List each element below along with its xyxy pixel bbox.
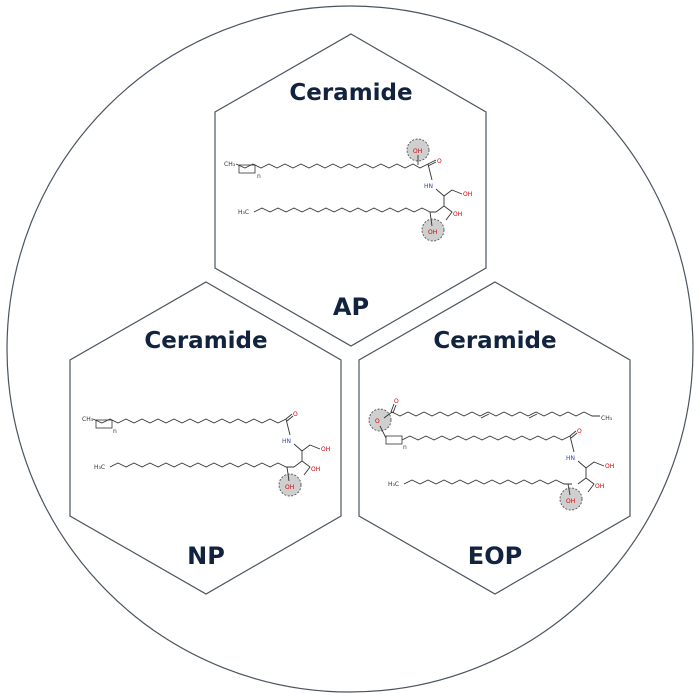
- highlight-ap-phyto-oh: [421, 218, 445, 242]
- ap-primary-oh: OH: [463, 191, 472, 198]
- ap-sphingoid-chain: [253, 207, 436, 213]
- np-nh: HN: [282, 438, 291, 445]
- eop-nh: HN: [566, 455, 575, 462]
- ap-phyto-oh: OH: [428, 229, 437, 236]
- ap-headgroup-bonds: [435, 188, 463, 221]
- panel-label-eop: EOP: [468, 542, 522, 570]
- structure-eop: O CH₃ O n O HN OH OH H₃C OH: [368, 398, 614, 511]
- panel-label-np: NP: [187, 542, 225, 570]
- ap-alpha-oh: OH: [413, 148, 422, 155]
- np-secondary-oh: OH: [311, 466, 320, 473]
- np-h3c-label: H₃C: [94, 464, 105, 471]
- ap-fatty-chain: [235, 163, 429, 169]
- eop-omega-bond: [379, 425, 387, 439]
- panel-title-np: Ceramide: [144, 328, 267, 354]
- hexagon-np: [69, 281, 342, 595]
- np-fatty-chain: [92, 418, 287, 424]
- highlight-np-phyto-oh: [278, 473, 302, 497]
- eop-repeat-n: n: [403, 444, 407, 451]
- eop-headgroup-bonds: [577, 460, 605, 493]
- np-phyto-oh: OH: [285, 484, 294, 491]
- eop-ch3-label: CH₃: [601, 415, 613, 422]
- ap-repeat-n: n: [257, 173, 261, 180]
- np-sphingoid-chain: [109, 462, 294, 468]
- eop-secondary-oh: OH: [595, 483, 604, 490]
- np-ch3-label: CH₃: [82, 416, 94, 423]
- eop-h3c-label: H₃C: [388, 481, 399, 488]
- structure-ap: CH₃ n OH O HN OH OH H₃C OH: [224, 138, 472, 242]
- eop-sphingoid-chain: [403, 479, 572, 485]
- panel-label-ap: AP: [333, 293, 369, 321]
- np-amide-bond: [285, 418, 291, 436]
- ap-nh: HN: [424, 183, 433, 190]
- eop-phyto-oh: OH: [566, 498, 575, 505]
- eop-ester-o: O: [375, 418, 380, 425]
- eop-phyto-bond: [567, 483, 571, 496]
- eop-amide-bond: [569, 435, 575, 453]
- np-repeat-n: n: [113, 428, 117, 435]
- eop-ester-carbonyl-o: O: [394, 398, 399, 405]
- panel-title-eop: Ceramide: [433, 328, 556, 354]
- outer-circle: [6, 5, 694, 693]
- ap-amide-bond: [427, 163, 433, 181]
- eop-primary-oh: OH: [605, 463, 614, 470]
- ap-carbonyl: [427, 159, 437, 167]
- hexagon-ap: [214, 33, 487, 347]
- highlight-eop-ester-o: [368, 408, 392, 432]
- ap-carbonyl-o: O: [437, 158, 442, 165]
- eop-amide-o: O: [577, 428, 582, 435]
- np-headgroup-bonds: [293, 443, 321, 476]
- highlight-ap-alpha-oh: [406, 138, 430, 162]
- eop-double-bonds: [480, 413, 538, 419]
- np-repeat-bracket: [95, 419, 113, 429]
- highlight-eop-phyto-oh: [559, 487, 583, 511]
- ap-h3c-label: H₃C: [238, 209, 249, 216]
- panel-title-ap: Ceramide: [289, 80, 412, 106]
- eop-amide-carbonyl: [569, 430, 578, 439]
- eop-ester-carbonyl: [390, 403, 397, 414]
- ap-ch3-label: CH₃: [224, 161, 236, 168]
- ap-phyto-bond: [429, 211, 433, 227]
- eop-linoleic-chain: [383, 411, 600, 419]
- eop-fatty-chain: [401, 435, 571, 441]
- np-phyto-bond: [286, 466, 290, 482]
- np-primary-oh: OH: [321, 446, 330, 453]
- np-carbonyl-o: O: [293, 411, 298, 418]
- ap-secondary-oh: OH: [453, 211, 462, 218]
- structure-np: CH₃ n O HN OH OH H₃C OH: [82, 411, 330, 497]
- ap-repeat-bracket: [238, 164, 256, 174]
- np-carbonyl: [285, 413, 294, 422]
